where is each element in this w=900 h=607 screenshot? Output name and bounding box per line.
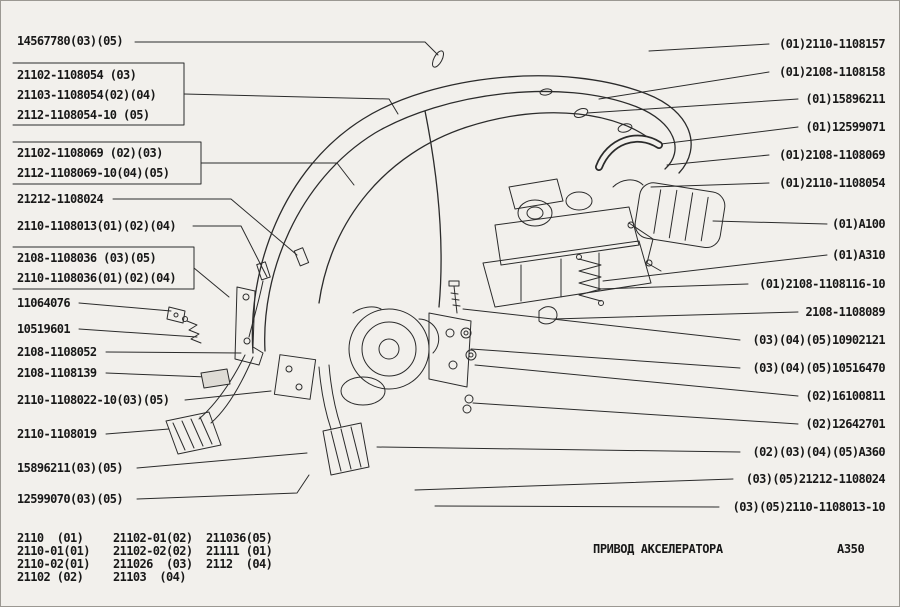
- part-label-left-15: 2110-1108019: [17, 427, 97, 441]
- pedal-assembly-icon: [165, 286, 264, 455]
- legend-item: 211036(05): [206, 531, 273, 545]
- carburetor-icon: [482, 178, 662, 308]
- cable-clip-icons: [431, 50, 633, 133]
- legend-item: 2110 (01): [17, 531, 84, 545]
- pedal-variant-icon: [318, 364, 370, 476]
- part-label-left-0: 14567780(03)(05): [17, 34, 124, 48]
- return-spring-icon: [576, 254, 604, 306]
- part-label-left-12: 2108-1108052: [17, 345, 97, 359]
- part-label-right-10: (03)(04)(05)10902121: [752, 333, 886, 347]
- sector-plate-icon: [166, 306, 186, 324]
- cable-end-fittings: [248, 247, 310, 338]
- part-label-right-15: (03)(05)21212-1108024: [745, 472, 886, 486]
- retaining-clip-icon: [538, 306, 558, 325]
- accelerator-cables: [251, 75, 692, 354]
- part-label-left-16: 15896211(03)(05): [17, 461, 124, 475]
- legend-item: 2112 (04): [206, 557, 273, 571]
- part-label-right-12: (02)16100811: [805, 389, 886, 403]
- part-label-left-10: 11064076: [17, 296, 71, 310]
- part-label-left-17: 12599070(03)(05): [17, 492, 124, 506]
- elbow-hose-icon: [595, 134, 663, 171]
- part-label-left-13: 2108-1108139: [17, 366, 97, 380]
- part-label-right-2: (01)15896211: [805, 92, 886, 106]
- buffer-block-icon: [200, 368, 231, 389]
- pedal-bracket-plate-icon: [273, 354, 317, 400]
- part-label-right-14: (02)(03)(04)(05)А360: [752, 445, 886, 459]
- part-label-right-7: (01)А310: [832, 248, 886, 262]
- legend-item: 21102 (02): [17, 570, 84, 584]
- part-label-left-14: 2110-1108022-10(03)(05): [17, 393, 170, 407]
- legend-item: 21102-01(02): [113, 531, 193, 545]
- part-label-right-16: (03)(05)2110-1108013-10: [732, 500, 886, 514]
- valve-cover-icon: [634, 182, 726, 249]
- washer-icons: [460, 327, 477, 414]
- part-label-left-9: 2110-1108036(01)(02)(04): [17, 271, 177, 285]
- part-label-left-5: 2112-1108069-10(04)(05): [17, 166, 170, 180]
- legend-item: 21111 (01): [206, 544, 273, 558]
- part-label-right-1: (01)2108-1108158: [779, 65, 886, 79]
- part-label-right-6: (01)А100: [832, 217, 886, 231]
- part-label-right-11: (03)(04)(05)10516470: [752, 361, 886, 375]
- legend-item: 21102-02(02): [113, 544, 193, 558]
- bolt-icon: [448, 280, 461, 314]
- drawing-code: А350: [837, 542, 865, 556]
- leader-lines-right: [376, 43, 828, 508]
- part-label-left-1: 21102-1108054 (03): [17, 68, 137, 82]
- part-label-left-7: 2110-1108013(01)(02)(04): [17, 219, 177, 233]
- part-label-left-3: 2112-1108054-10 (05): [17, 108, 150, 122]
- legend-item: 21103 (04): [113, 570, 186, 584]
- part-label-left-8: 2108-1108036 (03)(05): [17, 251, 157, 265]
- part-label-left-6: 21212-1108024: [17, 192, 104, 206]
- part-label-left-4: 21102-1108069 (02)(03): [17, 146, 163, 160]
- page-title: ПРИВОД АКСЕЛЕРАТОРА: [593, 542, 723, 556]
- part-label-right-8: (01)2108-1108116-10: [759, 277, 885, 291]
- part-label-right-9: 2108-1108089: [805, 305, 886, 319]
- part-label-right-5: (01)2110-1108054: [779, 176, 886, 190]
- part-label-left-2: 21103-1108054(02)(04): [17, 88, 157, 102]
- legend-item: 211026 (03): [113, 557, 193, 571]
- legend-item: 2110-01(01): [17, 544, 90, 558]
- throttle-body-icon: [340, 306, 472, 406]
- part-label-right-0: (01)2110-1108157: [779, 37, 886, 51]
- small-spring-icon: [182, 316, 202, 344]
- part-label-left-11: 10519601: [17, 322, 71, 336]
- part-label-right-4: (01)2108-1108069: [779, 148, 886, 162]
- part-label-right-3: (01)12599071: [805, 120, 886, 134]
- part-label-right-13: (02)12642701: [805, 417, 886, 431]
- legend-item: 2110-02(01): [17, 557, 90, 571]
